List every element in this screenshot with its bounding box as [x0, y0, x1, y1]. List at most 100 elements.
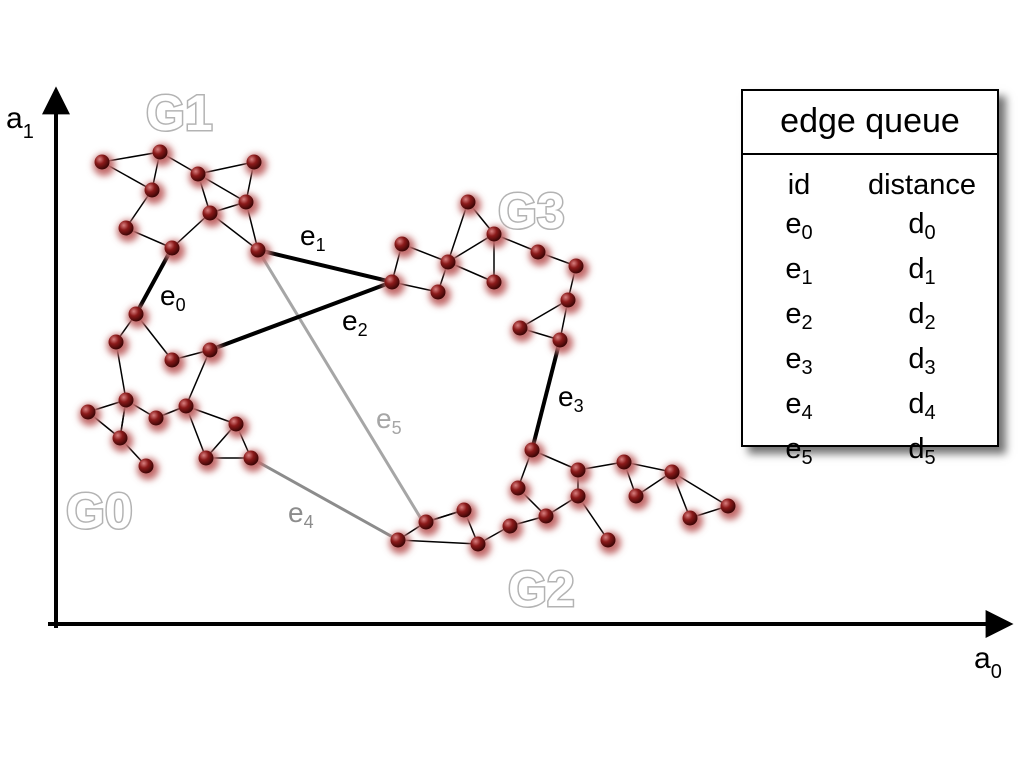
graph-node	[151, 144, 173, 166]
graph-node	[127, 306, 149, 328]
queue-row: e0 d0	[743, 206, 997, 251]
graph-node	[551, 332, 573, 354]
queue-row: e5 d5	[743, 431, 997, 476]
graph-node	[79, 404, 101, 426]
graph-node	[117, 220, 139, 242]
graph-node	[455, 502, 477, 524]
connection-edges	[134, 247, 562, 542]
graph-node	[663, 464, 685, 486]
edge-queue-title: edge queue	[743, 91, 997, 155]
graph-node	[143, 182, 165, 204]
graph-node	[242, 450, 264, 472]
graph-node	[559, 292, 581, 314]
graph-node	[509, 480, 531, 502]
graph-node	[523, 442, 545, 464]
graph-node	[189, 166, 211, 188]
graph-nodes	[79, 144, 741, 558]
edge-label-e1: e1	[300, 220, 326, 255]
edge-e0	[134, 247, 174, 315]
graph-node	[177, 398, 199, 420]
queue-row-id: e1	[785, 253, 813, 289]
graph-node	[719, 498, 741, 520]
graph-node	[197, 450, 219, 472]
graph-node	[249, 242, 271, 264]
graph-node	[237, 194, 259, 216]
graph-node	[201, 342, 223, 364]
cluster-label-g0: G0	[66, 483, 133, 539]
edge-e2	[209, 280, 393, 352]
graph-node	[389, 532, 411, 554]
graph-node	[459, 194, 481, 216]
cluster-label-g1: G1	[146, 85, 213, 141]
queue-row: e2 d2	[743, 296, 997, 341]
queue-row-distance: d0	[908, 208, 936, 244]
graph-node	[163, 240, 185, 262]
graph-node	[537, 508, 559, 530]
cluster-labels: G0 G1 G2 G3	[65, 84, 577, 619]
graph-node	[627, 488, 649, 510]
edge-e3	[530, 339, 562, 451]
graph-edges	[87, 151, 729, 545]
edge-label-e2: e2	[342, 305, 368, 340]
cluster-label-g3: G3	[498, 183, 565, 239]
graph-node	[529, 244, 551, 266]
graph-node	[117, 392, 139, 414]
queue-row-distance: d2	[908, 298, 936, 334]
graph-node	[107, 334, 129, 356]
graph-node	[569, 462, 591, 484]
graph-node	[511, 320, 533, 342]
queue-row: e4 d4	[743, 386, 997, 431]
graph-node	[615, 454, 637, 476]
queue-row-id: e3	[785, 343, 813, 379]
graph-node	[245, 154, 267, 176]
edge-e4	[250, 456, 399, 542]
queue-row-distance: d1	[908, 253, 936, 289]
queue-row-distance: d5	[908, 433, 936, 469]
graph-node	[111, 430, 133, 452]
graph-node	[429, 284, 451, 306]
queue-row: e3 d3	[743, 341, 997, 386]
queue-row-distance: d4	[908, 388, 936, 424]
graph-edge	[397, 539, 479, 545]
queue-row-distance: d3	[908, 343, 936, 379]
graph-node	[469, 536, 491, 558]
edge-labels: e0 e1 e2 e3 e4 e5	[160, 220, 584, 532]
graph-node	[417, 514, 439, 536]
edge-e1	[257, 248, 393, 284]
queue-row-id: e4	[785, 388, 813, 424]
y-axis-label: a1	[6, 102, 34, 143]
graph-node	[485, 274, 507, 296]
queue-row: e1 d1	[743, 251, 997, 296]
cluster-label-g2: G2	[508, 561, 575, 617]
graph-node	[163, 352, 185, 374]
queue-row-id: e2	[785, 298, 813, 334]
edge-label-e3: e3	[558, 381, 584, 416]
edge-label-e4: e4	[288, 497, 314, 532]
graph-node	[227, 416, 249, 438]
graph-node	[567, 258, 589, 280]
x-axis-label: a0	[974, 642, 1002, 683]
edge-label-e5: e5	[376, 403, 402, 438]
graph-node	[383, 274, 405, 296]
graph-node	[137, 458, 159, 480]
axes: a0 a1	[6, 86, 1014, 683]
queue-col-distance: distance	[867, 169, 976, 201]
graph-node	[393, 236, 415, 258]
queue-col-id: id	[787, 169, 811, 201]
edge-queue-rows: e0 d0 e1 d1 e2 d2 e3 d3 e4 d4 e5 d5	[743, 206, 997, 476]
graph-node	[439, 254, 461, 276]
queue-row-id: e0	[785, 208, 813, 244]
queue-row-id: e5	[785, 433, 813, 469]
edge-e5	[256, 249, 425, 523]
graph-node	[93, 154, 115, 176]
graph-node	[681, 510, 703, 532]
edge-queue-header: id distance	[743, 155, 997, 206]
graph-node	[599, 532, 621, 554]
graph-node	[147, 410, 169, 432]
graph-node	[485, 226, 507, 248]
graph-node	[569, 488, 591, 510]
graph-node	[501, 518, 523, 540]
edge-label-e0: e0	[160, 280, 186, 315]
